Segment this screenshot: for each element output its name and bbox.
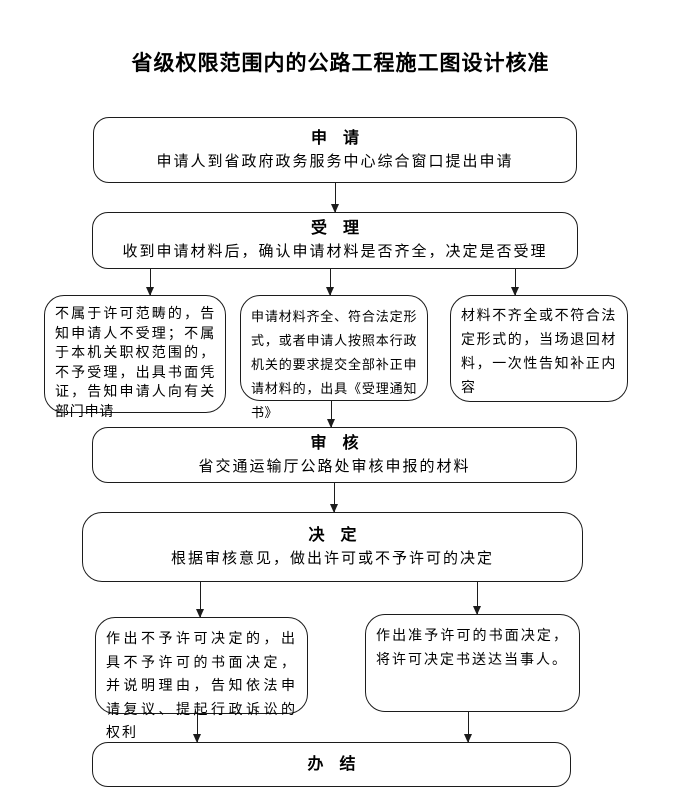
deny-outcome-node: 作出不予许可决定的，出具不予许可的书面决定，并说明理由，告知依法申请复议、提起行… bbox=[95, 617, 308, 741]
branch-supplement-text: 材料不齐全或不符合法定形式的，当场退回材料，一次性告知补正内容 bbox=[461, 309, 617, 396]
arrow-decision-to-deny bbox=[196, 582, 204, 618]
branch-reject-node: 不属于许可范畴的，告知申请人不受理；不属于本机关职权范围的，不予受理，出具书面凭… bbox=[44, 295, 226, 420]
arrow-accept-to-supplement-branch bbox=[511, 268, 519, 296]
review-node: 审 核 省交通运输厅公路处审核申报的材料 bbox=[92, 427, 577, 483]
arrow-review-to-decision bbox=[330, 483, 338, 513]
accept-node-label: 受 理 bbox=[310, 220, 359, 237]
arrow-grant-to-complete bbox=[464, 712, 472, 743]
complete-node-label: 办 结 bbox=[307, 755, 356, 773]
decision-node: 决 定 根据审核意见，做出许可或不予许可的决定 bbox=[82, 512, 583, 582]
branch-accept-node: 申请材料齐全、符合法定形式，或者申请人按照本行政机关的要求提交全部补正申请材料的… bbox=[240, 295, 428, 420]
grant-outcome-node: 作出准予许可的书面决定，将许可决定书送达当事人。 bbox=[365, 614, 580, 712]
branch-supplement-node: 材料不齐全或不符合法定形式的，当场退回材料，一次性告知补正内容 bbox=[450, 295, 628, 402]
branch-accept-text: 申请材料齐全、符合法定形式，或者申请人按照本行政机关的要求提交全部补正申请材料的… bbox=[251, 309, 417, 420]
review-node-desc: 省交通运输厅公路处审核申报的材料 bbox=[198, 458, 471, 475]
arrow-deny-to-complete bbox=[193, 714, 201, 743]
arrow-apply-to-accept bbox=[331, 183, 339, 213]
complete-node: 办 结 bbox=[92, 742, 571, 787]
accept-node: 受 理 收到申请材料后，确认申请材料是否齐全，决定是否受理 bbox=[92, 212, 578, 269]
decision-node-label: 决 定 bbox=[308, 526, 357, 544]
page-title: 省级权限范围内的公路工程施工图设计核准 bbox=[131, 51, 550, 75]
apply-node-label: 申 请 bbox=[310, 129, 359, 147]
arrow-accept-branch-to-review bbox=[327, 401, 335, 428]
apply-node: 申 请 申请人到省政府政务服务中心综合窗口提出申请 bbox=[93, 117, 577, 183]
apply-node-desc: 申请人到省政府政务服务中心综合窗口提出申请 bbox=[156, 153, 514, 170]
arrow-accept-to-accept-branch bbox=[326, 268, 334, 296]
decision-node-desc: 根据审核意见，做出许可或不予许可的决定 bbox=[170, 550, 494, 567]
arrow-accept-to-reject-branch bbox=[146, 268, 154, 296]
branch-reject-text: 不属于许可范畴的，告知申请人不受理；不属于本机关职权范围的，不予受理，出具书面凭… bbox=[55, 307, 215, 420]
deny-outcome-text: 作出不予许可决定的，出具不予许可的书面决定，并说明理由，告知依法申请复议、提起行… bbox=[106, 632, 297, 741]
review-node-label: 审 核 bbox=[310, 434, 359, 452]
arrow-decision-to-grant bbox=[473, 582, 481, 615]
grant-outcome-text: 作出准予许可的书面决定，将许可决定书送达当事人。 bbox=[376, 629, 569, 668]
accept-node-desc: 收到申请材料后，确认申请材料是否齐全，决定是否受理 bbox=[122, 244, 548, 260]
